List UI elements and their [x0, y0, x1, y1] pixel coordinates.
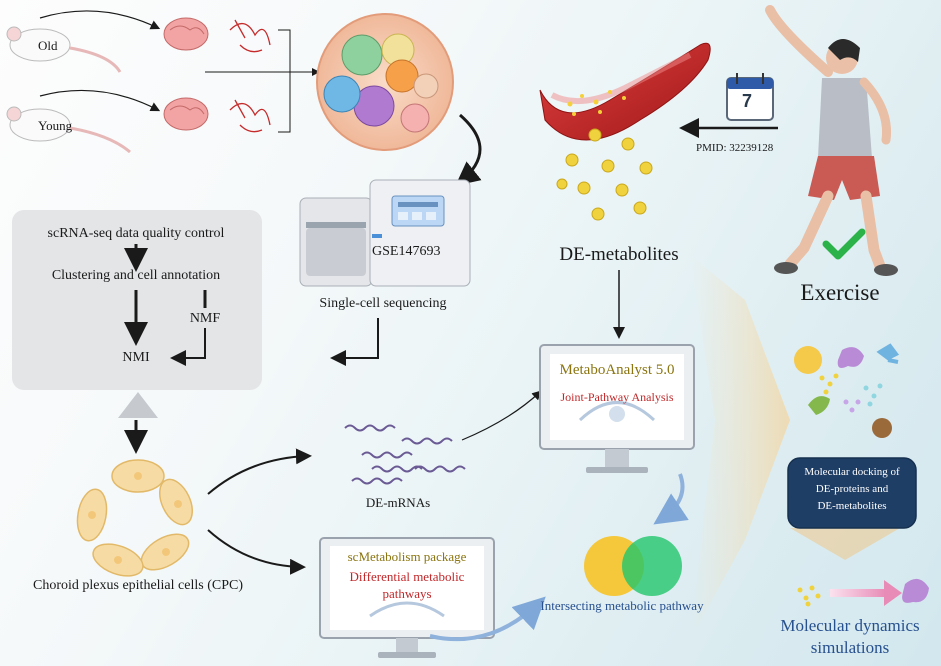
cell-cluster-icon — [316, 13, 454, 151]
md-protein-icon — [902, 578, 929, 603]
pmid-label: PMID: 32239128 — [696, 142, 774, 154]
funnel-down-shape — [790, 528, 900, 560]
docking-line3: DE-metabolites — [817, 500, 887, 512]
scmetabolism-title: scMetabolism package — [347, 549, 467, 564]
qc-step-label: scRNA-seq data quality control — [47, 226, 225, 241]
mouse-icon-old — [6, 26, 122, 73]
intersect-label: Intersecting metabolic pathway — [540, 598, 704, 613]
protein-icon-cluster — [794, 343, 900, 438]
metaboanalyst-title: MetaboAnalyst 5.0 — [559, 362, 675, 378]
funnel-shape — [690, 255, 790, 640]
brain-icon-2 — [163, 97, 209, 131]
nmf-label: NMF — [189, 311, 221, 326]
young-label: Young — [38, 118, 73, 133]
de-metabolites-label: DE-metabolites — [559, 244, 679, 265]
clustering-label: Clustering and cell annotation — [51, 268, 221, 283]
sequencer-icon — [299, 179, 471, 287]
docking-line1: Molecular docking of — [804, 466, 900, 478]
venn-icon — [584, 536, 682, 596]
metabolite-dots — [556, 128, 653, 221]
scmetabolism-line2: pathways — [382, 586, 432, 601]
md-ligand-dots — [797, 585, 821, 607]
cpc-label: Choroid plexus epithelial cells (CPC) — [33, 578, 243, 593]
docking-box — [787, 457, 917, 529]
exercise-label: Exercise — [800, 280, 880, 305]
md-line2: simulations — [810, 638, 890, 657]
md-line1: Molecular dynamics — [780, 616, 920, 635]
old-label: Old — [38, 38, 58, 53]
check-icon — [822, 228, 866, 260]
calendar-day: 7 — [742, 91, 753, 111]
single-cell-label: Single-cell sequencing — [319, 296, 447, 311]
mrna-icon — [344, 424, 466, 485]
monitor-icon-scmetabolism — [319, 537, 495, 658]
brain-icon-1 — [163, 17, 209, 51]
monitor-icon-metaboanalyst — [539, 344, 695, 473]
docking-line2: DE-proteins and — [815, 483, 889, 495]
blood-vessel-icon — [539, 42, 711, 141]
calendar-icon — [726, 73, 774, 121]
woman-exercise-icon — [765, 5, 898, 276]
vessel-icon-1 — [229, 19, 271, 53]
nmi-label: NMI — [122, 350, 150, 365]
scmetabolism-line1: Differential metabolic — [349, 569, 465, 584]
de-mrnas-label: DE-mRNAs — [365, 495, 431, 510]
vessel-icon-2 — [229, 99, 271, 133]
metaboanalyst-subtitle: Joint-Pathway Analysis — [560, 390, 674, 404]
triangle-up-icon — [118, 392, 158, 418]
mouse-icon-young — [6, 106, 131, 154]
geo-accession-label: GSE147693 — [372, 244, 441, 259]
